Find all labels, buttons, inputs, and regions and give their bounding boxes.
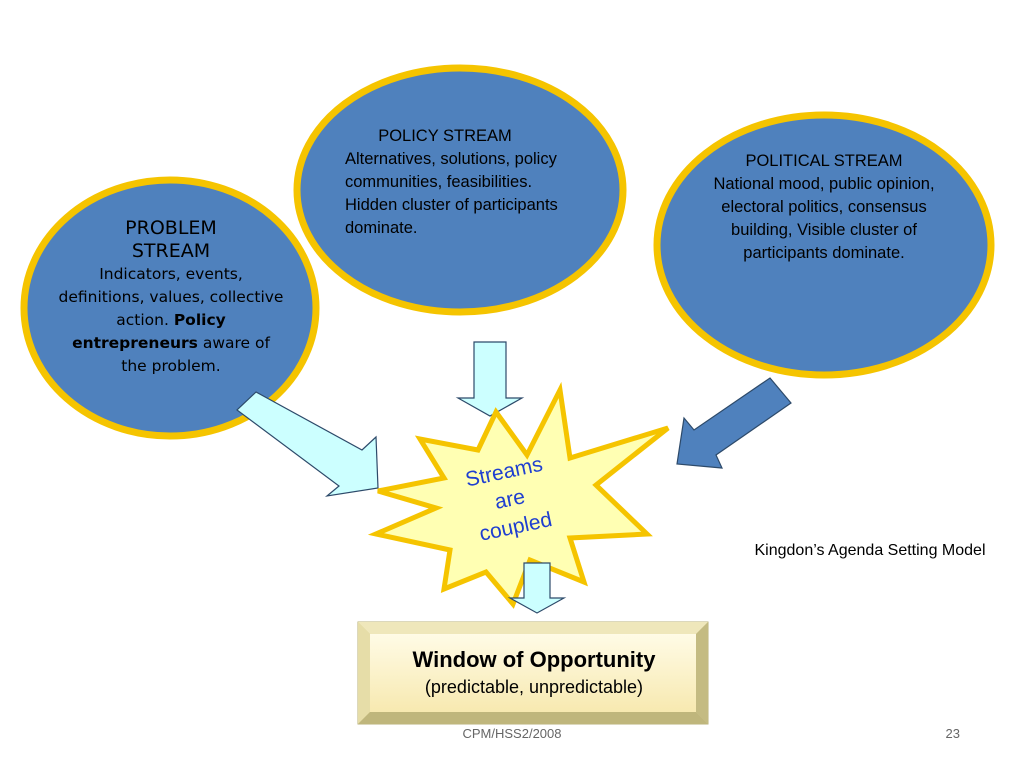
political-stream-title: POLITICAL STREAM — [745, 152, 903, 170]
page-number: 23 — [945, 726, 960, 741]
window-arrow — [507, 562, 567, 614]
political-stream-text: POLITICAL STREAM National mood, public o… — [710, 150, 938, 265]
policy-stream-circle[interactable] — [293, 64, 627, 316]
problem-stream-description-end: aware of the problem. — [121, 334, 270, 375]
problem-stream-arrow — [236, 391, 379, 497]
policy-stream-arrow — [455, 341, 525, 417]
window-box[interactable] — [370, 634, 696, 712]
window-title: Window of Opportunity — [412, 647, 656, 672]
footer-text: CPM/HSS2/2008 — [462, 726, 562, 741]
political-stream-description: National mood, public opinion, electoral… — [713, 175, 935, 262]
policy-stream-description: Alternatives, solutions, policy communit… — [345, 150, 558, 237]
problem-stream-text: PROBLEM STREAM Indicators, events, defin… — [58, 217, 284, 378]
problem-stream-bold-term: Policy entrepreneurs — [72, 311, 226, 352]
problem-stream-title-line1: PROBLEM — [125, 217, 217, 239]
problem-stream-circle[interactable] — [20, 176, 320, 440]
political-stream-arrow — [676, 377, 792, 469]
problem-stream-description: Indicators, events, definitions, values,… — [58, 265, 284, 329]
window-text: Window of Opportunity (predictable, unpr… — [372, 645, 696, 699]
coupling-starburst — [367, 381, 670, 609]
policy-stream-text: POLICY STREAM Alternatives, solutions, p… — [345, 125, 575, 240]
model-label: Kingdon’s Agenda Setting Model — [754, 542, 986, 559]
window-subtitle: (predictable, unpredictable) — [424, 677, 644, 697]
policy-stream-title: POLICY STREAM — [378, 127, 512, 145]
political-stream-circle[interactable] — [653, 111, 995, 379]
problem-stream-title-line2: STREAM — [131, 240, 211, 262]
